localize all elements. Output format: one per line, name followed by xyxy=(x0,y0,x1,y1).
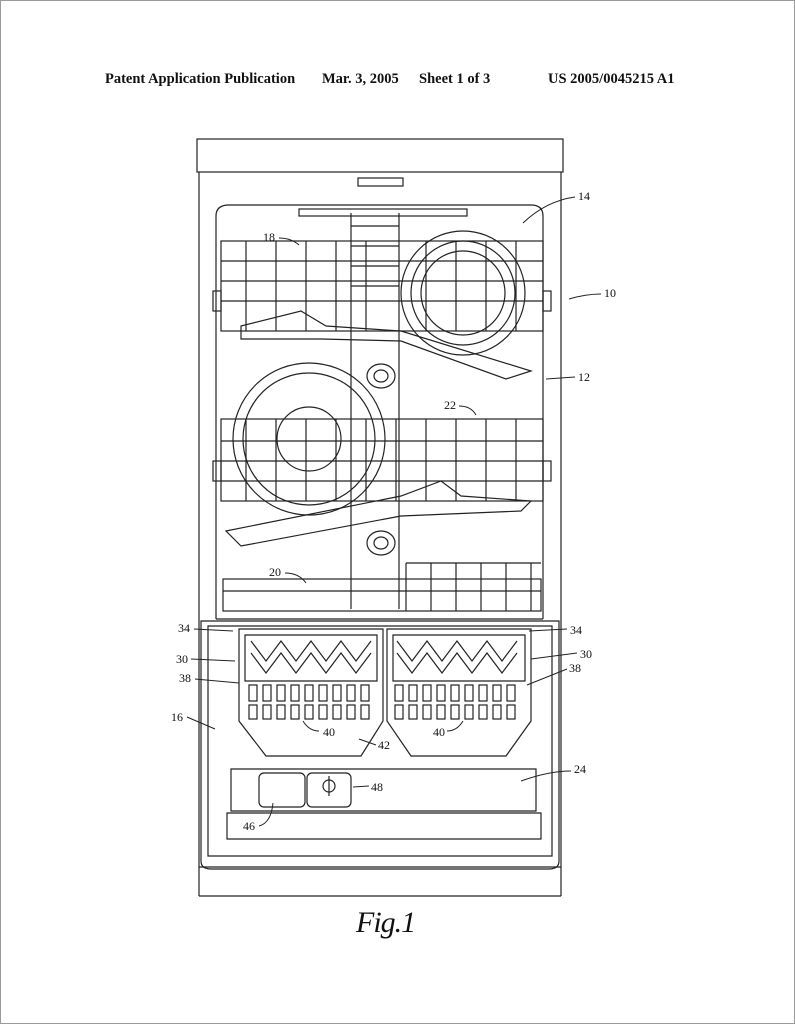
label-34-right: 34 xyxy=(570,623,582,637)
label-34-left: 34 xyxy=(178,621,190,635)
label-38-left: 38 xyxy=(179,671,191,685)
label-40-right: 40 xyxy=(433,725,445,739)
basket-left xyxy=(238,628,384,757)
publication-title: Patent Application Publication xyxy=(105,71,296,87)
figure-caption: Fig.1 xyxy=(356,906,416,939)
sheet-number: Sheet 1 of 3 xyxy=(419,71,491,87)
label-38-right: 38 xyxy=(569,661,581,675)
leader-lines xyxy=(186,196,602,827)
label-40-left: 40 xyxy=(323,725,335,739)
label-30-right: 30 xyxy=(580,647,592,661)
label-30-left: 30 xyxy=(176,652,188,666)
label-22: 22 xyxy=(444,398,456,412)
publication-date: Mar. 3, 2005 xyxy=(322,71,399,87)
label-48: 48 xyxy=(371,780,383,794)
basket-right xyxy=(386,628,532,757)
label-24: 24 xyxy=(574,762,586,776)
label-12: 12 xyxy=(578,370,590,384)
cabinet xyxy=(196,138,564,897)
cutlery-rack xyxy=(222,562,542,612)
label-18: 18 xyxy=(263,230,275,244)
label-16: 16 xyxy=(171,710,183,724)
label-10: 10 xyxy=(604,286,616,300)
publication-number: US 2005/0045215 A1 xyxy=(548,71,675,87)
label-20: 20 xyxy=(269,565,281,579)
label-42: 42 xyxy=(378,738,390,752)
reference-numerals: 14 10 12 18 22 20 34 34 30 30 38 38 16 4… xyxy=(171,189,616,833)
label-46: 46 xyxy=(243,819,255,833)
lower-rack xyxy=(212,362,552,556)
dispenser-area xyxy=(226,768,542,840)
door xyxy=(200,620,560,870)
tub xyxy=(215,204,544,620)
page-header: Patent Application Publication Mar. 3, 2… xyxy=(101,71,701,91)
label-14: 14 xyxy=(578,189,590,203)
upper-rack xyxy=(212,230,552,389)
